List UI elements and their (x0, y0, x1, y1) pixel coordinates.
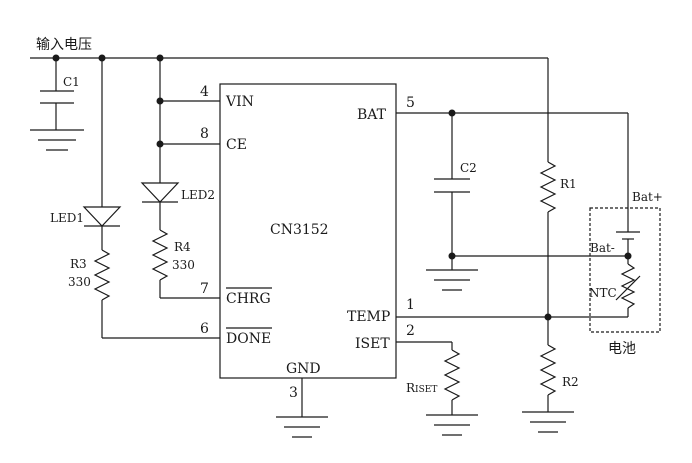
r4-label: R4 (174, 240, 191, 254)
input-rail (30, 54, 548, 62)
led1-label: LED1 (50, 211, 84, 225)
ic-body (219, 83, 397, 379)
r1-label: R1 (560, 177, 577, 191)
resistor-r2 (522, 344, 574, 433)
capacitor-c1 (30, 58, 84, 151)
capacitor-c2 (426, 113, 628, 291)
r2-label: R2 (562, 375, 579, 389)
led2-label: LED2 (181, 188, 215, 202)
pin-bat-label: BAT (357, 107, 387, 123)
led1 (82, 58, 122, 250)
bat-plus-label: Bat+ (632, 190, 663, 204)
pin-iset-number: 2 (406, 323, 415, 339)
pin-vin-number: 4 (200, 84, 209, 100)
pin-vin-label: VIN (225, 94, 254, 110)
ic-name: CN3152 (270, 222, 329, 238)
ic-ground (276, 378, 328, 438)
junction-dot (544, 313, 552, 321)
r3-value: 330 (68, 275, 91, 289)
c1-label: C1 (63, 75, 80, 89)
ntc-label: NTC (589, 286, 617, 300)
temp-line (396, 313, 628, 321)
resistor-r3 (93, 249, 220, 339)
pin-temp-number: 1 (406, 297, 415, 313)
battery-cell (616, 231, 640, 260)
led2 (140, 182, 180, 230)
r3-label: R3 (70, 257, 87, 271)
pin-done-number: 6 (200, 321, 209, 337)
pin-done-label: DONE (226, 331, 271, 347)
pin-ce-number: 8 (200, 126, 209, 142)
pin-ce-label: CE (226, 137, 247, 153)
pin-gnd-number: 3 (289, 385, 298, 401)
battery-pack-box (589, 207, 661, 333)
pin-iset-label: ISET (355, 336, 390, 352)
vin-ce-branch (156, 58, 220, 183)
pin-gnd-label: GND (286, 361, 321, 377)
pin-chrg-label: CHRG (226, 291, 271, 307)
pin-temp-label: TEMP (347, 309, 390, 325)
pin-chrg-number: 7 (200, 281, 209, 297)
pin-bat-number: 5 (406, 95, 415, 111)
riset-label: RISET (406, 381, 437, 395)
resistor-r4 (151, 229, 220, 299)
resistor-r1 (539, 58, 557, 345)
bat-minus-label: Bat- (590, 241, 615, 255)
bat-line (396, 109, 629, 232)
battery-label: 电池 (608, 341, 636, 357)
r4-value: 330 (172, 258, 195, 272)
input-voltage-label: 输入电压 (36, 37, 92, 53)
ntc-thermistor (615, 256, 641, 317)
c2-label: C2 (460, 161, 477, 175)
resistor-riset (396, 341, 478, 436)
